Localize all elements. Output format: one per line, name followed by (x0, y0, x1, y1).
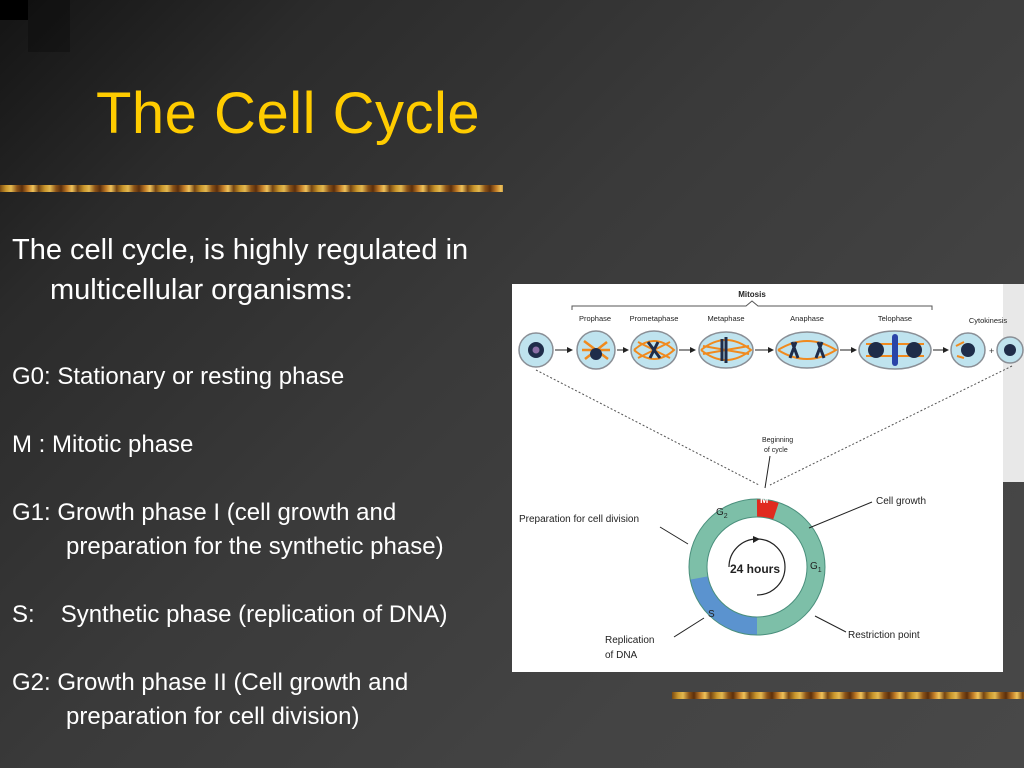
stage-label-prometaphase: Prometaphase (630, 314, 679, 323)
stage-label-prophase: Prophase (579, 314, 611, 323)
phase-m-text: M : Mitotic phase (12, 431, 194, 458)
phase-s: S: Synthetic phase (replication of DNA) (12, 598, 448, 632)
funnel-lines (535, 365, 1013, 486)
cell-cycle-diagram: Mitosis Prophase Prometaphase Metaphase … (512, 284, 1024, 672)
ring-segment-m (756, 499, 779, 520)
stage-label-metaphase: Metaphase (707, 314, 744, 323)
phase-g1-line-2: preparation for the synthetic phase) (66, 533, 444, 560)
ring-segment-s (690, 575, 758, 635)
pointer-preparation (659, 526, 689, 545)
scan-shadow (1003, 284, 1024, 482)
figure-top-panel (512, 284, 1024, 482)
beginning-pointer (764, 455, 771, 489)
intro-line-1: The cell cycle, is highly regulated in (12, 234, 469, 266)
cell-prometaphase (630, 330, 678, 370)
bottom-rule (672, 692, 1024, 699)
pointer-restriction-point (814, 615, 847, 633)
phase-s-desc: Synthetic phase (replication of DNA) (60, 601, 448, 628)
pointer-replication (673, 617, 705, 638)
ring-label-g2: G2 (716, 507, 728, 520)
stage-label-cytokinesis: Cytokinesis (969, 316, 1008, 325)
label-cell-growth: Cell growth (876, 496, 926, 507)
phase-g1: G1: Growth phase I (cell growth and prep… (12, 496, 444, 564)
ring-label-g1: G1 (810, 561, 822, 574)
stage-label-telophase: Telophase (878, 314, 912, 323)
cell-prophase (576, 330, 616, 370)
cell-telophase (858, 330, 932, 370)
phase-m: M : Mitotic phase (12, 428, 193, 462)
phase-g0-text: G0: Stationary or resting phase (12, 363, 345, 390)
label-replication-1: Replication (605, 635, 654, 646)
phase-g2-line-2: preparation for cell division) (66, 703, 360, 730)
phase-g1-line-1: G1: Growth phase I (cell growth and (12, 499, 397, 526)
slide-title: The Cell Cycle (96, 81, 481, 146)
cell-anaphase (775, 331, 839, 369)
title-underline (0, 185, 503, 192)
pointer-cell-growth (808, 501, 873, 529)
beginning-label-1: Beginning (762, 437, 793, 444)
intro-text: The cell cycle, is highly regulated in m… (12, 230, 468, 310)
intro-line-2: multicellular organisms: (50, 274, 353, 306)
cell-cytokinesis: + (950, 332, 1024, 368)
phase-s-code: S: (12, 601, 35, 628)
corner-mark (0, 0, 28, 20)
svg-text:+: + (989, 346, 994, 356)
label-preparation: Preparation for cell division (519, 514, 639, 525)
ring-label-m: M (760, 495, 768, 506)
mitosis-label: Mitosis (738, 290, 766, 299)
cell-metaphase (698, 331, 754, 369)
corner-shade (28, 0, 70, 52)
beginning-label-2: of cycle (764, 447, 788, 454)
label-restriction-point: Restriction point (848, 630, 920, 641)
cell-interphase (518, 332, 554, 368)
stage-label-anaphase: Anaphase (790, 314, 824, 323)
phase-g0: G0: Stationary or resting phase (12, 360, 344, 394)
ring-label-s: S (708, 609, 715, 620)
phase-g2: G2: Growth phase II (Cell growth and pre… (12, 666, 408, 734)
cell-cycle-figure: Mitosis Prophase Prometaphase Metaphase … (512, 284, 1024, 672)
center-label: 24 hours (730, 562, 780, 576)
cycle-direction-arrow (728, 538, 786, 596)
phase-g2-line-1: G2: Growth phase II (Cell growth and (12, 669, 409, 696)
label-replication-2: of DNA (605, 650, 638, 661)
mitosis-bracket (571, 300, 933, 310)
cell-cycle-ring (688, 498, 826, 636)
